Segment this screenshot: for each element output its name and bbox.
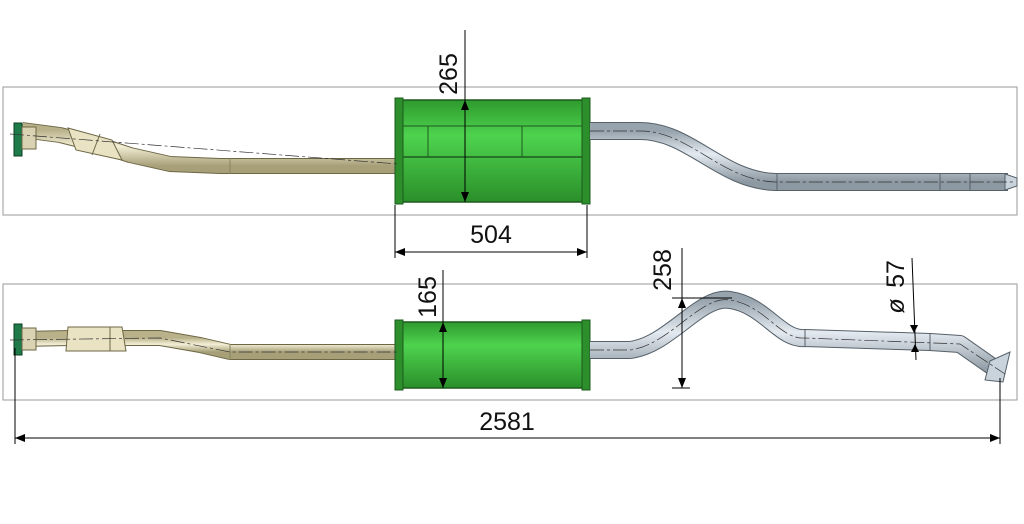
side-view-frame <box>2 283 1018 401</box>
muffler-side <box>394 319 591 391</box>
dim-overall-length: 2581 <box>14 348 1001 444</box>
dim-504-label: 504 <box>470 221 512 249</box>
front-pipe-side <box>13 323 398 360</box>
muffler-top <box>394 97 591 205</box>
dim-165-label: 165 <box>414 276 442 318</box>
tail-pipe-side <box>590 290 1011 383</box>
dim-pipe-diameter: ø 57 <box>882 257 919 361</box>
dim-265-label: 265 <box>435 53 463 95</box>
dim-258-label: 258 <box>649 249 677 291</box>
catalytic-converter-top <box>67 127 123 161</box>
dim-2581-label: 2581 <box>479 408 535 436</box>
dim-muffler-height-side: 165 <box>414 270 447 388</box>
top-view-frame <box>2 86 1018 216</box>
dim-tailpipe-rise: 258 <box>649 248 732 389</box>
dim-57-symbol: ø <box>882 298 910 313</box>
flange-top <box>13 122 23 157</box>
dim-muffler-length: 504 <box>394 205 588 258</box>
side-view <box>2 283 1018 401</box>
dim-57-label: 57 <box>882 260 910 288</box>
flange-side <box>13 323 23 356</box>
top-view <box>2 86 1018 216</box>
dim-muffler-height-top: 265 <box>435 30 469 202</box>
front-pipe-top <box>13 122 398 174</box>
